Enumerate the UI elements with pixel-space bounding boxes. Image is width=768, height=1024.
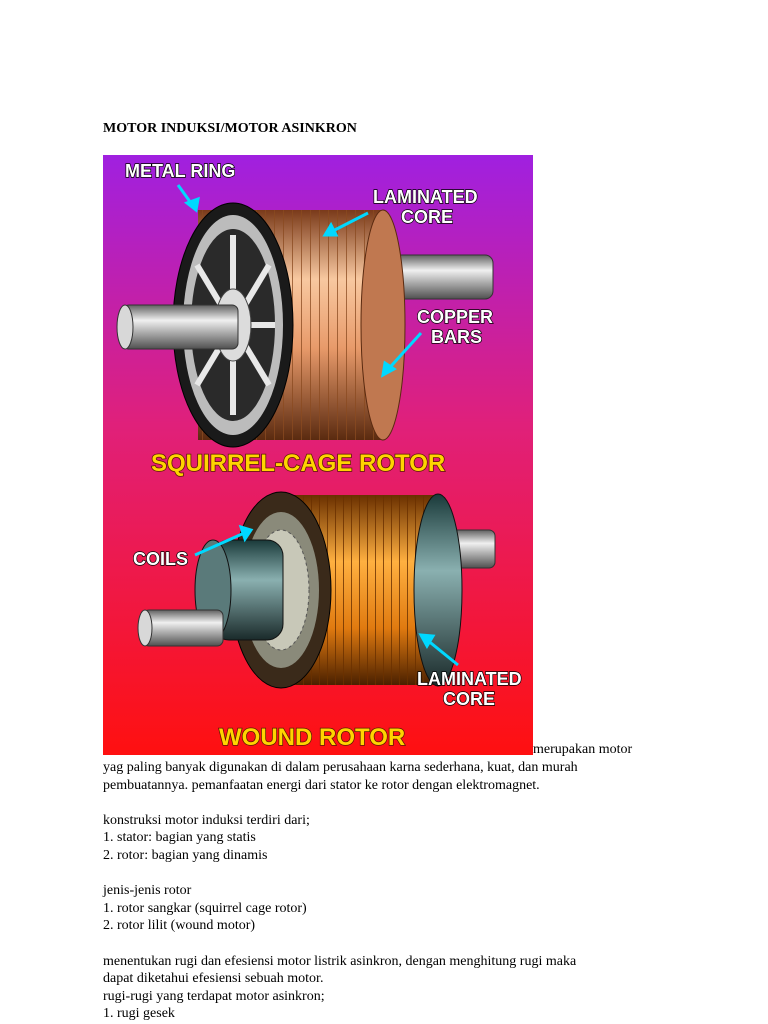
label-laminated-core-1b: CORE [401, 207, 453, 227]
body-line: 2. rotor lilit (wound motor) [103, 918, 256, 934]
label-copper-bars-b: BARS [431, 327, 482, 347]
figure-trailing-text: merupakan motor [533, 742, 633, 757]
label-coils: COILS [133, 549, 188, 569]
title-squirrel-cage-rotor: SQUIRREL-CAGE ROTOR [151, 450, 445, 477]
arrow-laminated-core-2-head [418, 633, 436, 650]
page-heading: MOTOR INDUKSI/MOTOR ASINKRON [103, 121, 357, 136]
rotor-illustration: METAL RING LAMINATED CORE COPPER BARS SQ… [103, 155, 533, 755]
arrow-laminated-core-1-head [322, 221, 339, 237]
arrow-coils [194, 528, 252, 557]
shaft-left [122, 304, 239, 350]
body-line: jenis-jenis rotor [103, 883, 192, 899]
paragraph-gap [103, 794, 663, 812]
label-copper-bars-a: COPPER [417, 307, 493, 327]
wound-shaft-left [142, 609, 224, 647]
label-laminated-core-2a: LAMINATED [417, 669, 522, 689]
arrow-metal-ring-head [183, 196, 200, 213]
paragraph-gap [103, 935, 663, 953]
label-laminated-core-2b: CORE [443, 689, 495, 709]
wound-rotor [137, 491, 496, 689]
body-line: rugi-rugi yang terdapat motor asinkron; [103, 988, 325, 1004]
body-line: 1. rugi gesek [103, 1006, 175, 1022]
body-line: dapat diketahui efesiensi sebuah motor. [103, 971, 324, 987]
rotor-illustration-svg: METAL RING LAMINATED CORE COPPER BARS SQ… [103, 155, 533, 755]
squirrel-cage-rotor [116, 202, 494, 448]
body-line: pembuatannya. pemanfaatan energi dari st… [103, 777, 540, 793]
arrow-copper-bars-head [381, 360, 397, 378]
title-wound-rotor: WOUND ROTOR [219, 724, 405, 751]
label-metal-ring: METAL RING [125, 161, 235, 181]
body-line: 1. stator: bagian yang statis [103, 830, 256, 846]
label-laminated-core-1a: LAMINATED [373, 187, 478, 207]
body-line: 2. rotor: bagian yang dinamis [103, 847, 268, 863]
body-text: yag paling banyak digunakan di dalam per… [103, 759, 663, 1023]
arrow-coils-head [238, 524, 254, 543]
body-line: 1. rotor sangkar (squirrel cage rotor) [103, 900, 307, 916]
body-line: menentukan rugi dan efesiensi motor list… [103, 953, 577, 969]
body-line: konstruksi motor induksi terdiri dari; [103, 812, 310, 828]
paragraph-gap [103, 865, 663, 883]
body-line: yag paling banyak digunakan di dalam per… [103, 760, 578, 775]
